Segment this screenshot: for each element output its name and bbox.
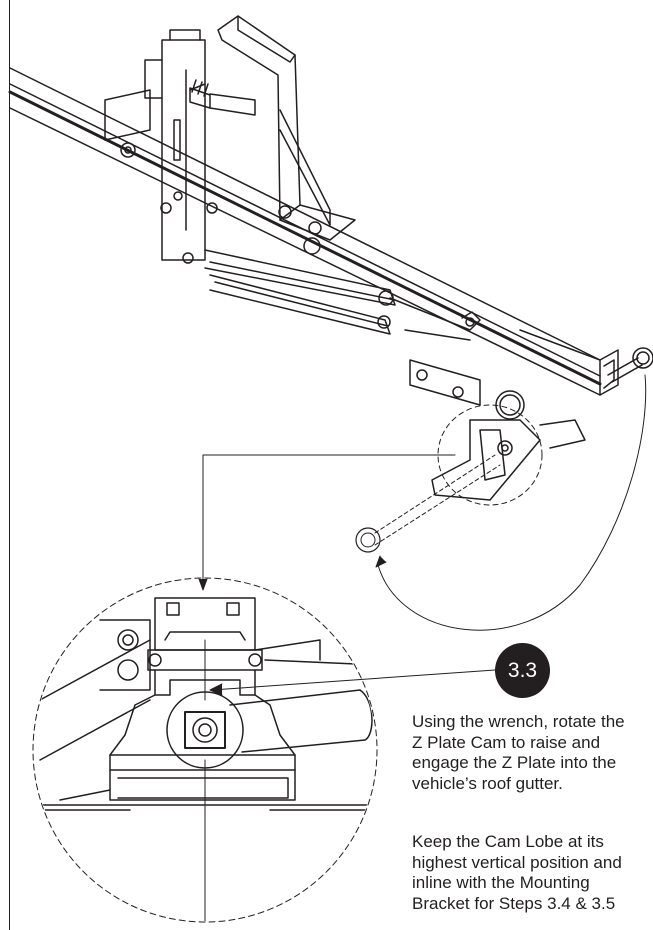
detail-view-circle	[32, 577, 378, 923]
step-number-badge: 3.3	[495, 643, 550, 698]
detail-marker-circle	[437, 404, 543, 506]
page-border-line	[9, 0, 10, 930]
wrench-icon	[607, 347, 653, 383]
step-leader	[209, 669, 496, 696]
crossbar-rail	[8, 67, 619, 396]
detail-view-content	[34, 597, 376, 921]
instruction-paragraph-2: Keep the Cam Lobe at its highest vertica…	[412, 832, 622, 913]
rotation-arrow	[375, 374, 647, 631]
instruction-paragraph-1: Using the wrench, rotate the Z Plate Cam…	[412, 712, 625, 793]
detail-callout-leader	[198, 454, 456, 591]
mounting-bracket	[409, 359, 586, 501]
tower-clamp	[144, 29, 256, 264]
strut-arms	[204, 249, 481, 341]
handle-bracket	[104, 15, 356, 255]
wrench-socket-ghost	[374, 454, 501, 546]
socket-icon	[355, 527, 381, 553]
